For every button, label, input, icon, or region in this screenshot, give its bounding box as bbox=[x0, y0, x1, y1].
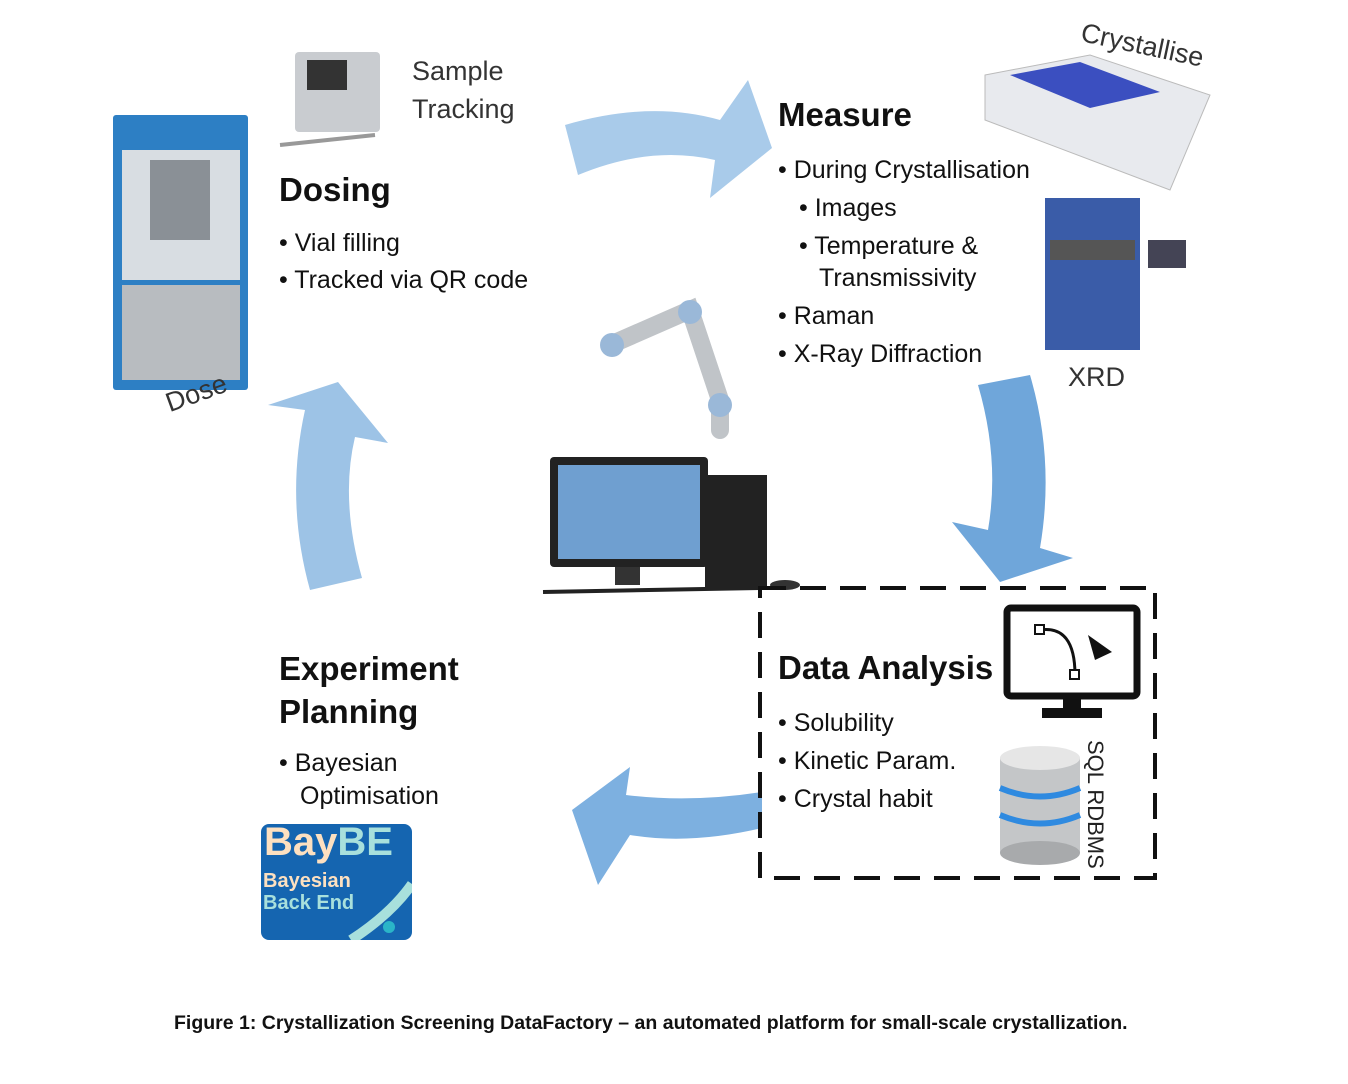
arrow-measure-to-analysis bbox=[952, 375, 1073, 582]
dosing-title: Dosing bbox=[279, 171, 391, 208]
measure-title: Measure bbox=[778, 96, 912, 133]
arrow-dosing-to-measure bbox=[565, 80, 772, 198]
sql-rdbms-label: SQL RDBMS bbox=[1083, 740, 1108, 869]
computer-image bbox=[542, 457, 800, 594]
robot-arm-image bbox=[600, 297, 732, 439]
data-analysis-box bbox=[758, 586, 1157, 880]
crystalliser-image bbox=[984, 54, 1211, 191]
xrd-image bbox=[1045, 198, 1186, 350]
data-analysis-title: Data Analysis bbox=[778, 649, 994, 686]
data-analysis-list: Solubility Kinetic Param. Crystal habit bbox=[778, 704, 957, 818]
dosing-machine-image bbox=[113, 115, 248, 390]
planning-list: Bayesian Optimisation bbox=[279, 747, 439, 813]
arrow-planning-to-dosing bbox=[268, 382, 388, 590]
xrd-label: XRD bbox=[1068, 362, 1126, 392]
figure-caption: Figure 1: Crystallization Screening Data… bbox=[174, 1012, 1128, 1034]
monitor-curve-icon bbox=[1003, 604, 1141, 718]
database-icon bbox=[998, 746, 1082, 865]
sample-tracker-image bbox=[279, 52, 380, 147]
dosing-list: Vial filling Tracked via QR code bbox=[279, 225, 528, 299]
measure-list: During Crystallisation Images Temperatur… bbox=[778, 151, 1030, 373]
arrow-analysis-to-planning bbox=[572, 767, 762, 885]
